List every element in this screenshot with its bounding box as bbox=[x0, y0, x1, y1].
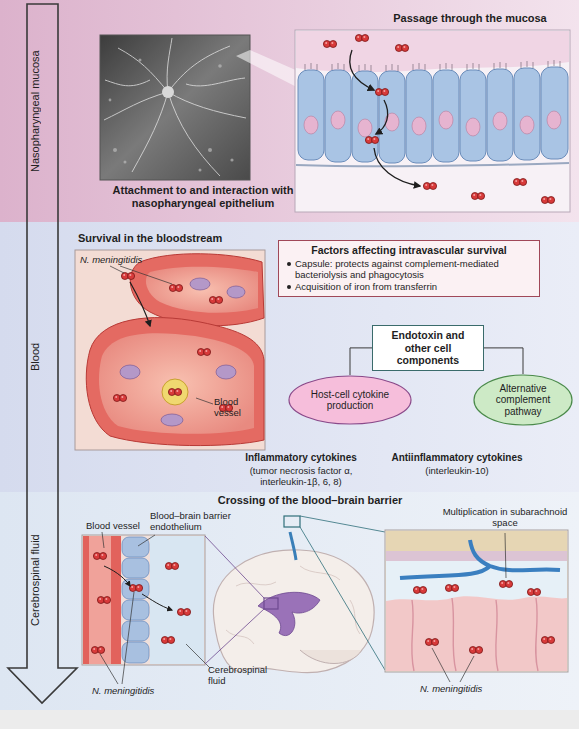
section-heading: Inflammatory cytokines bbox=[226, 452, 376, 464]
bullet-text: Capsule: protects against complement-med… bbox=[295, 258, 499, 280]
annotation-label: Multiplication in subarachnoid space bbox=[440, 506, 570, 529]
info-box: Endotoxin and other cell components bbox=[372, 325, 484, 371]
section-heading: Attachment to and interaction with nasop… bbox=[88, 184, 318, 210]
annotation-label: Cerebrospinal fluid bbox=[208, 664, 278, 687]
oval-node: Alternative complement pathway bbox=[473, 374, 573, 426]
connector-line bbox=[484, 348, 523, 374]
section-heading: Crossing of the blood–brain barrier bbox=[160, 494, 460, 507]
annotation-label: Blood vessel bbox=[214, 396, 254, 419]
bullet-item: Capsule: protects against complement-med… bbox=[285, 258, 533, 281]
bullet-item: Acquisition of iron from transferrin bbox=[285, 281, 533, 292]
bullet-dot bbox=[287, 285, 291, 289]
section-heading: Survival in the bloodstream bbox=[78, 232, 278, 245]
connector-line bbox=[350, 348, 372, 375]
box-heading: Endotoxin and other cell components bbox=[379, 329, 477, 367]
oval-shape bbox=[289, 376, 411, 424]
box-heading: Factors affecting intravascular survival bbox=[285, 244, 533, 257]
section-heading: Antiinflammatory cytokines bbox=[382, 452, 532, 464]
band-label: Blood bbox=[29, 222, 55, 492]
oval-text: Host-cell cytokine production bbox=[288, 389, 412, 412]
band-label: Cerebrospinal fluid bbox=[29, 494, 55, 666]
annotation-label: (interleukin-10) bbox=[382, 465, 532, 476]
annotation-label: Blood vessel bbox=[86, 520, 156, 531]
bullet-text: Acquisition of iron from transferrin bbox=[295, 281, 437, 292]
bullet-dot bbox=[287, 262, 291, 266]
annotation-label: (tumor necrosis factor α, interleukin-1β… bbox=[236, 465, 366, 488]
oval-shape bbox=[474, 375, 572, 425]
annotation-label: N. meningitidis bbox=[92, 685, 182, 696]
annotation-label: Blood–brain barrier endothelium bbox=[150, 510, 242, 533]
oval-text: Alternative complement pathway bbox=[473, 383, 573, 418]
info-box: Factors affecting intravascular survival… bbox=[278, 240, 540, 297]
band-label: Nasopharyngeal mucosa bbox=[29, 8, 55, 214]
oval-node: Host-cell cytokine production bbox=[288, 375, 412, 425]
annotation-label: N. meningitidis bbox=[420, 683, 510, 694]
section-heading: Passage through the mucosa bbox=[370, 12, 570, 25]
annotation-label: N. meningitidis bbox=[80, 254, 170, 265]
